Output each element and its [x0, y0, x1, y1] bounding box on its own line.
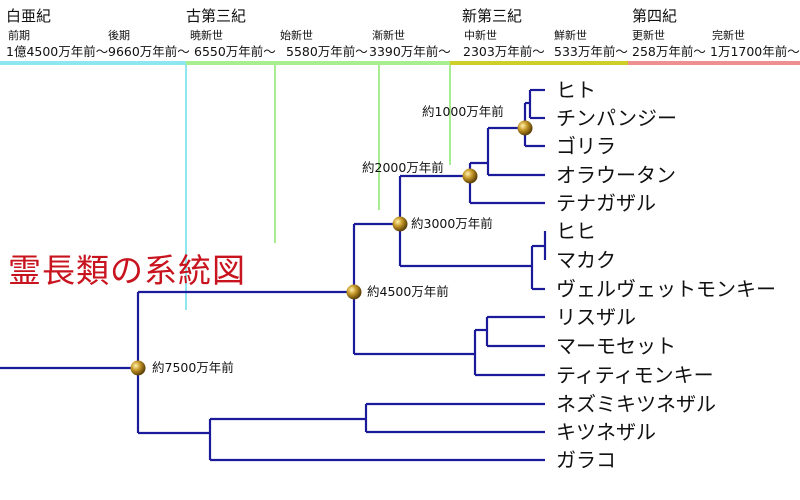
- epoch-date-late-cretaceous: 9660万年前～: [108, 44, 190, 59]
- epoch-date-paleocene: 6550万年前～: [194, 44, 276, 59]
- species-macaque: マカク: [556, 248, 616, 272]
- species-gibbon: テナガザル: [556, 191, 656, 215]
- node-label-30m: 約3000万年前: [411, 216, 493, 231]
- epoch-date-pliocene: 533万年前～: [554, 44, 628, 59]
- era-band-paleogene: [186, 61, 450, 65]
- species-human: ヒト: [556, 78, 596, 102]
- boundary-marker-oligocene: [378, 65, 380, 210]
- epoch-name-oligocene: 漸新世: [372, 29, 405, 42]
- epoch-name-pleistocene: 更新世: [632, 29, 665, 42]
- epoch-date-miocene: 2303万年前～: [463, 44, 545, 59]
- species-lemur: キツネザル: [556, 420, 656, 444]
- node-label-45m: 約4500万年前: [367, 284, 449, 299]
- epoch-name-pliocene: 鮮新世: [554, 29, 587, 42]
- species-chimpanzee: チンパンジー: [556, 106, 677, 130]
- epoch-name-eocene: 始新世: [280, 29, 313, 42]
- era-label-quaternary: 第四紀: [632, 7, 678, 25]
- epoch-name-miocene: 中新世: [464, 29, 497, 42]
- species-squirrel-monkey: リスザル: [556, 305, 636, 329]
- epoch-date-eocene: 5580万年前～: [286, 44, 368, 59]
- epoch-name-early-cretaceous: 前期: [8, 29, 30, 42]
- epoch-date-oligocene: 3390万年前～: [369, 44, 451, 59]
- species-orangutan: オラウータン: [556, 163, 676, 187]
- epoch-date-early-cretaceous: 1億4500万年前～: [6, 44, 109, 59]
- divergence-node-30m: [392, 216, 408, 232]
- node-label-75m: 約7500万年前: [152, 360, 234, 375]
- node-label-20m: 約2000万年前: [362, 160, 444, 175]
- era-band-quaternary: [628, 61, 800, 65]
- boundary-marker-paleocene: [185, 65, 187, 310]
- species-mouse-lemur: ネズミキツネザル: [556, 392, 716, 416]
- epoch-date-pleistocene: 258万年前～: [632, 44, 706, 59]
- era-band-cretaceous: [0, 61, 186, 65]
- divergence-node-45m: [346, 284, 362, 300]
- era-label-paleogene: 古第三紀: [186, 7, 247, 25]
- epoch-name-late-cretaceous: 後期: [108, 29, 130, 42]
- era-label-neogene: 新第三紀: [462, 7, 523, 25]
- diagram-title: 霊長類の系統図: [8, 251, 246, 290]
- divergence-node-10m: [517, 120, 533, 136]
- species-titi-monkey: ティティモンキー: [556, 363, 714, 387]
- species-baboon: ヒヒ: [556, 219, 596, 243]
- species-marmoset: マーモセット: [556, 334, 676, 358]
- era-band-neogene: [450, 61, 628, 65]
- node-label-10m: 約1000万年前: [422, 104, 504, 119]
- species-gorilla: ゴリラ: [556, 134, 616, 158]
- era-label-cretaceous: 白亜紀: [6, 7, 52, 25]
- epoch-name-paleocene: 暁新世: [190, 29, 223, 42]
- species-galago: ガラコ: [556, 448, 616, 472]
- species-vervet-monkey: ヴェルヴェットモンキー: [556, 277, 776, 301]
- divergence-node-20m: [462, 168, 478, 184]
- boundary-marker-miocene: [449, 65, 451, 165]
- boundary-marker-eocene: [274, 65, 276, 243]
- epoch-date-holocene: 1万1700年前～: [710, 44, 800, 59]
- epoch-name-holocene: 完新世: [712, 29, 745, 42]
- divergence-node-75m: [130, 360, 146, 376]
